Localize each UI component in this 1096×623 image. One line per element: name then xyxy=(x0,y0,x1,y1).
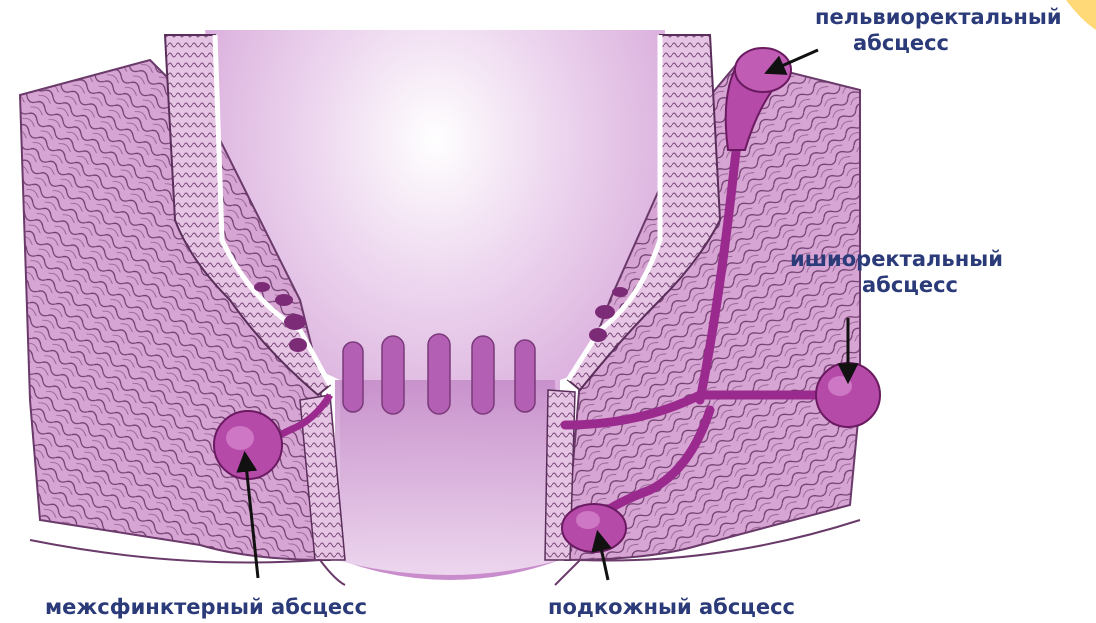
label-subcutaneous-abscess: подкожный абсцесс xyxy=(548,594,795,620)
corner-badge xyxy=(1066,0,1096,30)
corner-badge-shape xyxy=(1066,0,1096,30)
label-ischiorectal-line2: абсцесс xyxy=(790,272,1003,298)
label-intersphincteric-abscess: межсфинктерный абсцесс xyxy=(45,594,367,620)
label-ischiorectal-abscess: ишиоректальный абсцесс xyxy=(790,246,1003,298)
label-pelvirectal-abscess: пельвиоректальный абсцесс xyxy=(815,4,1062,56)
label-pelvirectal-line2: абсцесс xyxy=(815,30,1062,56)
label-pelvirectal-line1: пельвиоректальный xyxy=(815,4,1062,30)
label-ischiorectal-line1: ишиоректальный xyxy=(790,246,1003,272)
subcutaneous-abscess xyxy=(562,504,626,552)
